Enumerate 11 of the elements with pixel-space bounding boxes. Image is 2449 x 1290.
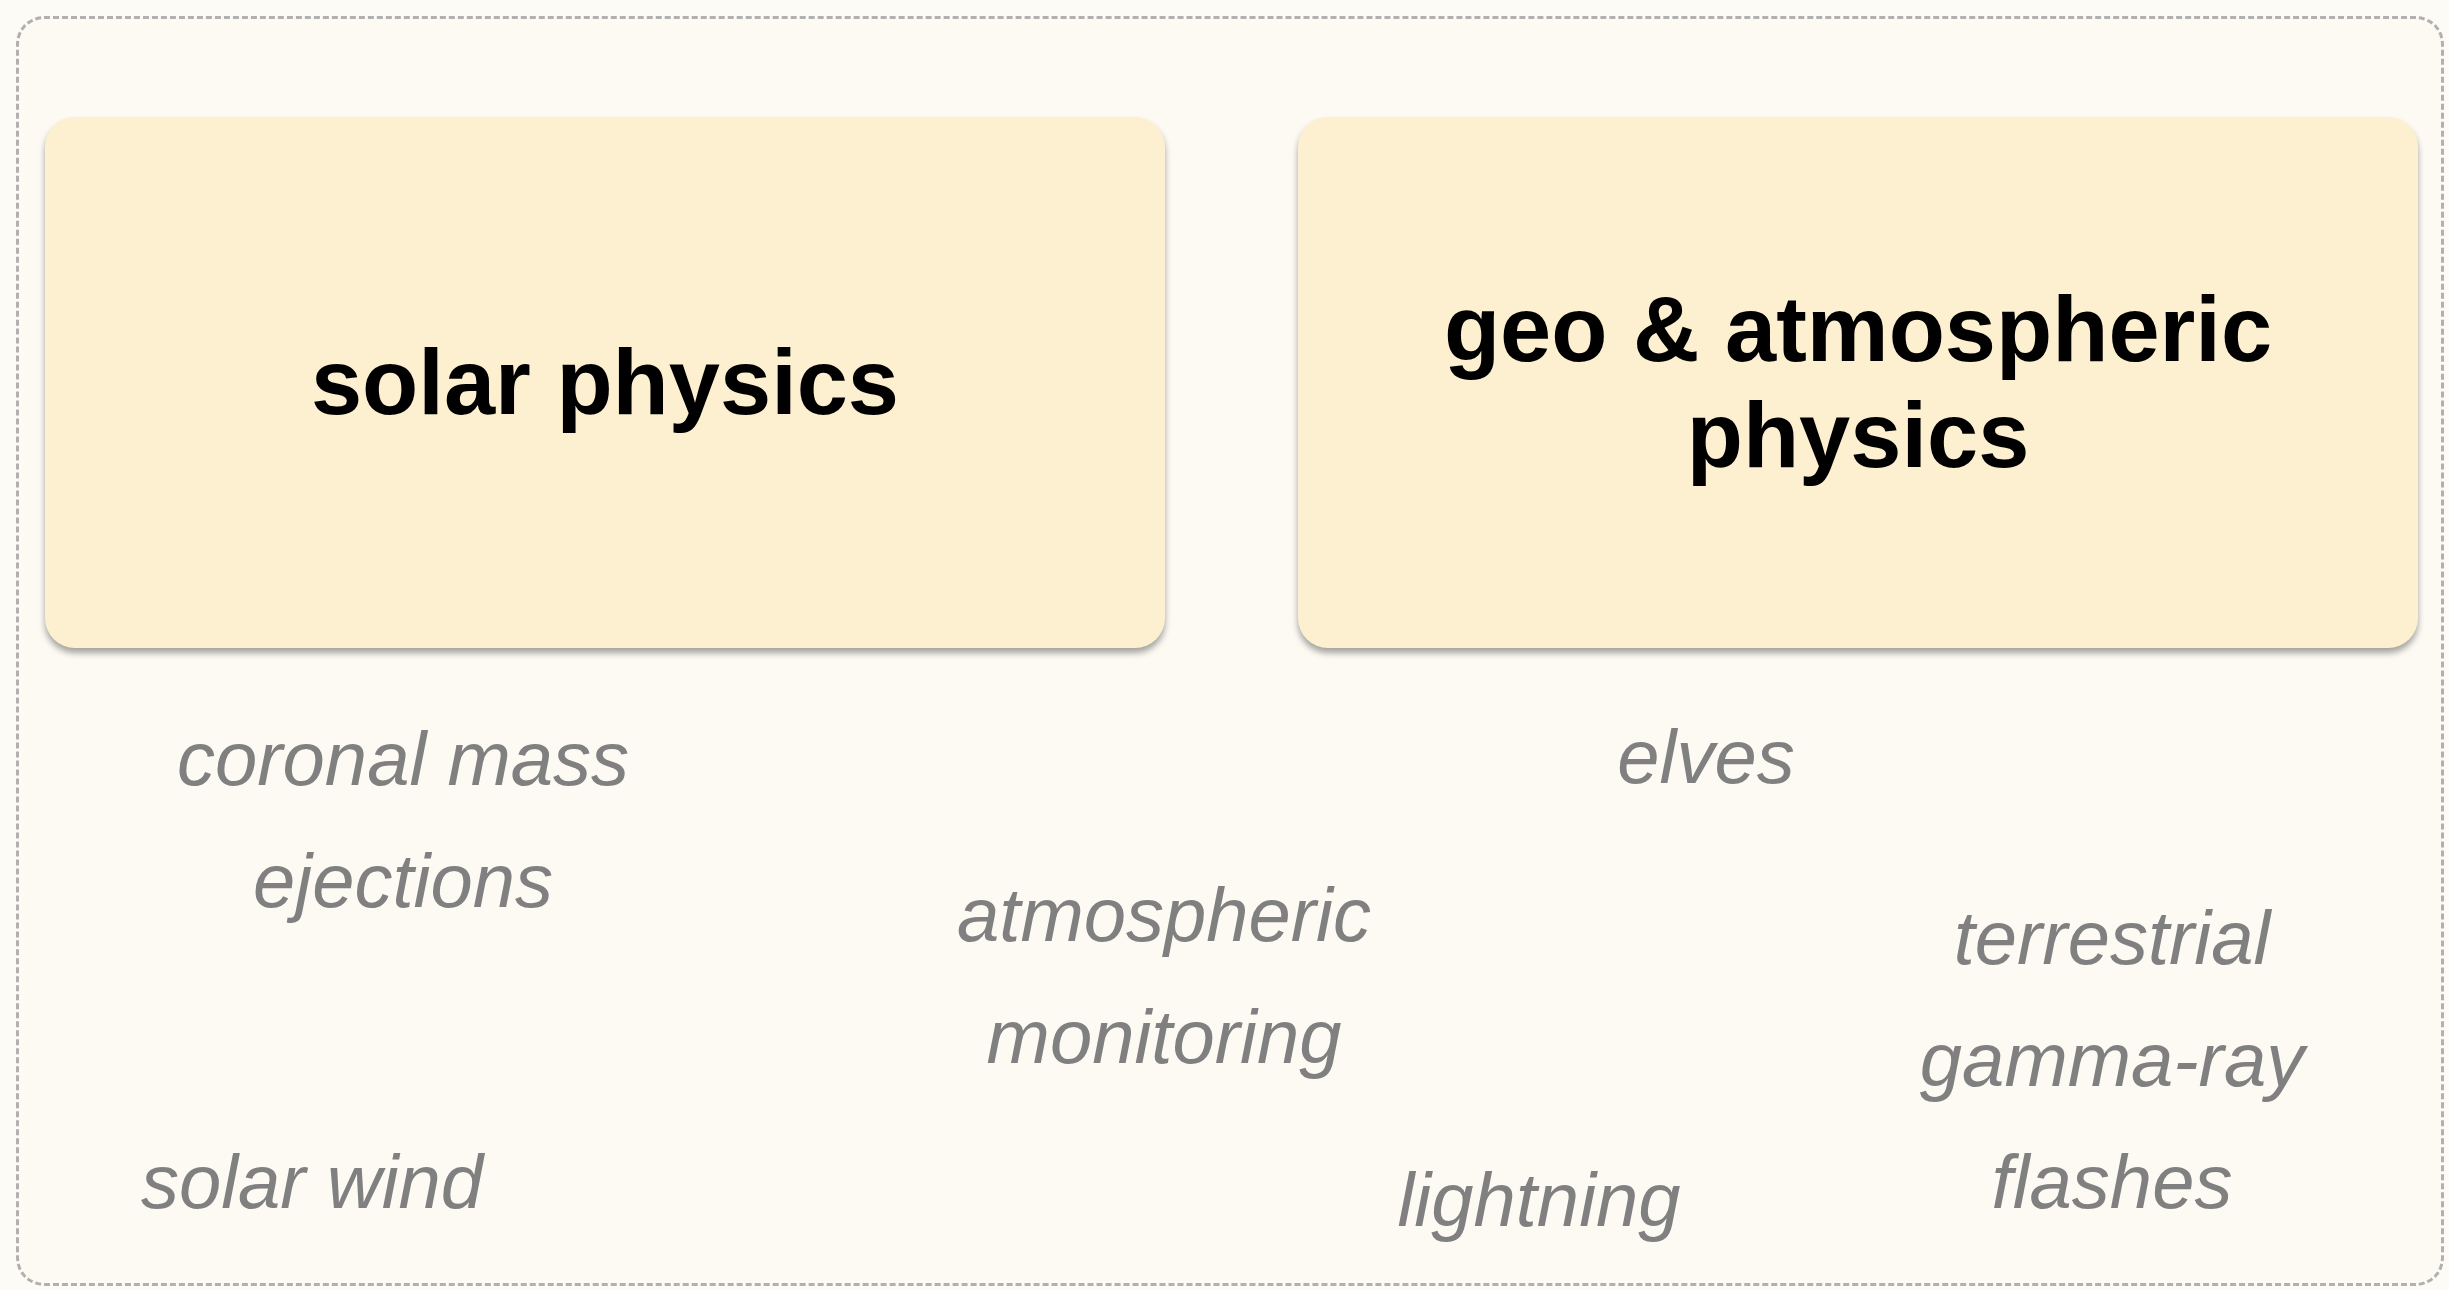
topic-title: solar physics xyxy=(310,329,900,435)
dashed-frame xyxy=(16,16,2444,1286)
topic-label: lightning xyxy=(1396,1156,1682,1244)
topic-label: terrestrial gamma-ray flashes xyxy=(1872,877,2352,1243)
topic-label: solar wind xyxy=(139,1138,486,1226)
topic-box xyxy=(45,117,1165,648)
topic-title: geo & atmospheric physics xyxy=(1442,276,2274,488)
topic-box xyxy=(1298,117,2418,648)
topic-label: atmospheric monitoring xyxy=(956,871,1372,1081)
topic-label: elves xyxy=(1616,713,1796,801)
topic-label: coronal mass ejections xyxy=(176,715,630,925)
